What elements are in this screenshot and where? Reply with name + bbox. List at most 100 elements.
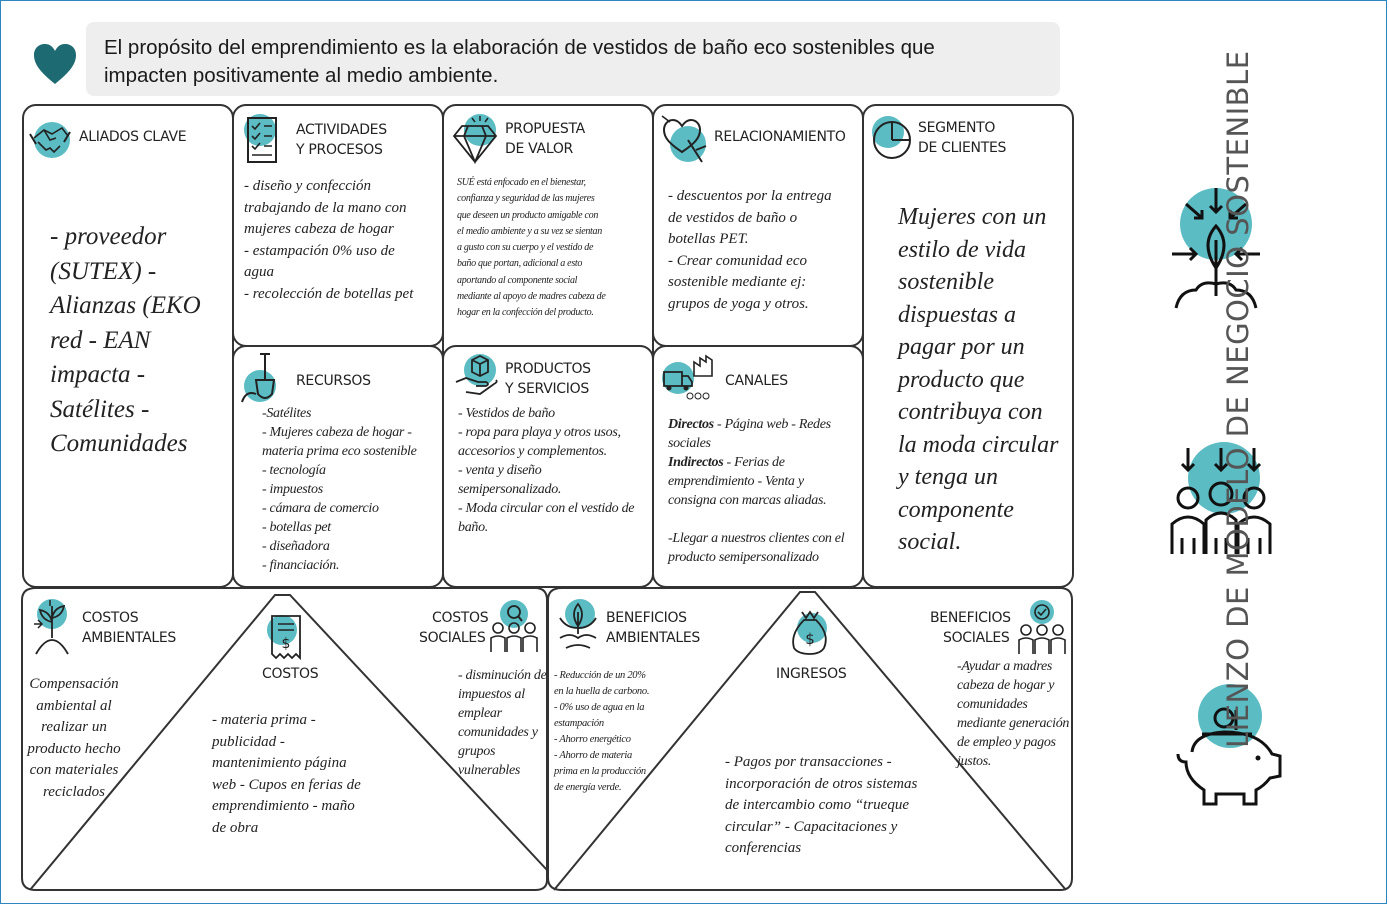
costos-ambientales-text: Compensación ambiental al realizar un pr…: [22, 674, 126, 803]
text-line: (SUTEX) -: [50, 257, 157, 285]
text-line: de vestidos de baño o: [668, 209, 798, 226]
aliados-title: ALIADOS CLAVE: [79, 129, 187, 145]
segmento-clientes-block: [862, 104, 1074, 588]
text-line: publicidad -: [212, 733, 285, 750]
actividades-text: - diseño y confección trabajando de la m…: [244, 176, 440, 305]
text-line: justos.: [957, 754, 992, 769]
text-line: ambiental al: [36, 697, 112, 714]
text-line: contribuya con: [898, 399, 1043, 425]
text-line: -Ayudar a madres: [957, 659, 1053, 674]
text-line: grupos: [458, 744, 496, 759]
recursos-title: RECURSOS: [296, 373, 371, 389]
canales-text: Directos - Página web - Redes sociales I…: [668, 415, 862, 567]
text-line: grupos de yoga y otros.: [668, 295, 809, 312]
text-line: cabeza de hogar y: [957, 678, 1055, 693]
text-line: a gusto con su cuerpo y el vestido de: [457, 242, 594, 254]
text-line: -Llegar a nuestros clientes con el: [668, 531, 845, 546]
text-line: - diseñadora: [262, 539, 330, 554]
text-line: hogar en la confección del producto.: [457, 307, 594, 319]
purpose-banner: [86, 22, 1060, 96]
text-line: - Ferias de: [723, 455, 785, 470]
text-line: - Mujeres cabeza de hogar -: [262, 425, 412, 440]
beneficios-sociales-text: -Ayudar a madres cabeza de hogar y comun…: [957, 657, 1073, 771]
leaf-hand-icon: [559, 599, 597, 649]
text-line: - Moda circular con el vestido de: [458, 501, 635, 516]
text-line: y tenga un: [898, 464, 998, 490]
text-line: - impuestos: [262, 482, 323, 497]
costos-sociales-text: - disminución de impuestos al emplear co…: [458, 666, 552, 780]
text-line: mediante al apoyo de madres cabeza de: [457, 291, 606, 303]
text-line: sostenible mediante ej:: [668, 274, 807, 290]
text-line: circular” - Capacitaciones y: [725, 818, 898, 835]
plant-arrows-icon: [1172, 188, 1260, 309]
aliados-text: - proveedor (SUTEX) - Alianzas (EKO red …: [50, 220, 230, 462]
aliados-clave-block: [22, 104, 234, 588]
text-line: semipersonalizado.: [458, 482, 562, 497]
productos-title-1: PRODUCTOS: [505, 361, 591, 377]
pie-chart-icon: [872, 116, 911, 159]
beneficios-sociales-title-1: BENEFICIOS: [930, 610, 1011, 626]
text-line: que deseen un producto amigable con: [457, 209, 599, 221]
text-line: accesorios y complementos.: [458, 444, 607, 459]
text-line: de intercambio como “trueque: [725, 797, 909, 813]
receipt-icon: $: [267, 615, 301, 661]
costos-text: - materia prima - publicidad - mantenimi…: [212, 710, 402, 839]
text-line: la moda circular: [898, 431, 1059, 458]
text-line: red - EAN: [50, 326, 151, 354]
relacionamiento-title: RELACIONAMIENTO: [714, 129, 846, 145]
text-line: en la huella de carbono.: [554, 686, 650, 697]
canales-indirectos-line: Indirectos - Ferias de: [668, 453, 862, 472]
costos-ambientales-title-1: COSTOS: [82, 610, 139, 626]
beneficios-ambientales-title-2: AMBIENTALES: [606, 630, 700, 646]
text-line: - Crear comunidad eco: [668, 252, 807, 269]
money-bag-icon: $: [792, 610, 827, 655]
people-arrows-icon: [1170, 442, 1272, 554]
text-line: emplear: [458, 706, 502, 721]
text-line: emprendimiento - maño: [212, 798, 355, 814]
text-line: - Pagos por transacciones -: [725, 754, 892, 770]
actividades-title-1: ACTIVIDADES: [296, 122, 387, 138]
text-line: - 0% uso de agua en la: [554, 702, 645, 713]
indirectos-label: Indirectos: [668, 455, 724, 470]
svg-text:$: $: [805, 630, 815, 648]
propuesta-title-1: PROPUESTA: [505, 121, 585, 137]
text-line: componente: [898, 496, 1014, 523]
beneficios-ambientales-text: - Reducción de un 20% en la huella de ca…: [554, 668, 668, 796]
costos-sociales-title-2: SOCIALES: [419, 630, 486, 646]
text-line: sociales: [668, 436, 711, 451]
text-line: mujeres cabeza de hogar: [244, 221, 394, 237]
text-line: Mujeres con un: [898, 204, 1047, 230]
text-line: de obra: [212, 819, 259, 836]
text-line: - venta y diseño: [458, 463, 542, 478]
text-line: comunidades: [957, 697, 1028, 712]
text-line: producto semipersonalizado: [668, 550, 819, 565]
text-line: estampación: [554, 718, 604, 729]
text-line: pagar por un: [898, 334, 1025, 360]
canales-directos-line: Directos - Página web - Redes: [668, 415, 862, 434]
text-line: estilo de vida: [898, 236, 1026, 263]
text-line: Alianzas (EKO: [50, 292, 201, 319]
text-line: - descuentos por la entrega: [668, 188, 832, 204]
text-line: - ropa para playa y otros usos,: [458, 425, 621, 440]
text-line: - Reducción de un 20%: [554, 670, 646, 681]
productos-text: - Vestidos de baño - ropa para playa y o…: [458, 404, 650, 537]
text-line: - tecnología: [262, 463, 326, 478]
text-line: Comunidades: [50, 430, 188, 457]
directos-label: Directos: [668, 417, 714, 432]
text-line: - disminución de: [458, 668, 547, 683]
text-line: trabajando de la mano con: [244, 199, 407, 216]
text-line: - proveedor: [50, 223, 167, 250]
diamond-icon: [452, 114, 498, 165]
text-line: aportando al componente social: [457, 274, 578, 286]
text-line: - financiación.: [262, 558, 340, 573]
text-line: - Ahorro energético: [554, 734, 631, 745]
beneficios-sociales-title-2: SOCIALES: [943, 630, 1010, 646]
text-line: conferencias: [725, 840, 802, 856]
sprout-arrows-icon: [34, 599, 69, 655]
text-line: Compensación: [29, 676, 119, 692]
text-line: - estampación 0% uso de: [244, 242, 395, 259]
spacer: [668, 510, 862, 529]
truck-factory-icon: [662, 354, 713, 400]
costos-sociales-title-1: COSTOS: [432, 610, 489, 626]
